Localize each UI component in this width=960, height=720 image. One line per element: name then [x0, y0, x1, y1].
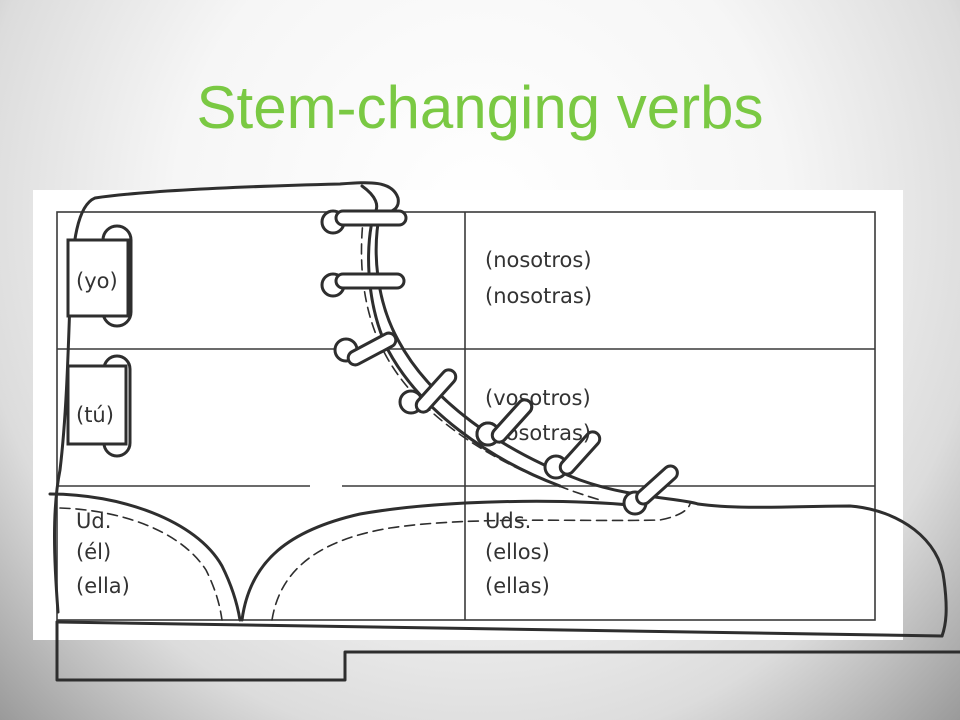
lace-4	[414, 368, 458, 414]
lace-6	[558, 430, 602, 476]
label-el: (él)	[76, 540, 111, 564]
boot-heel-counter	[48, 492, 242, 622]
lace-1	[334, 209, 408, 227]
tag-yo	[66, 238, 130, 318]
tag-tu	[66, 364, 128, 446]
lace-2	[334, 272, 406, 290]
lace-7	[635, 464, 679, 506]
label-vosotros: (vosotros)	[485, 386, 591, 410]
label-ella: (ella)	[76, 574, 130, 598]
boot-vamp	[240, 499, 642, 622]
label-tu: (tú)	[76, 403, 114, 427]
boot-heel-stitch	[59, 507, 223, 621]
boot-lace-stitch	[360, 211, 601, 501]
boot-collar	[360, 184, 562, 488]
label-uds: Uds.	[485, 509, 531, 533]
pronoun-grid	[56, 211, 876, 621]
label-ellos: (ellos)	[485, 540, 550, 564]
label-nosotros: (nosotros)	[485, 248, 592, 272]
label-nosotras: (nosotras)	[485, 284, 592, 308]
lace-5-front	[490, 398, 534, 444]
slide-title: Stem-changing verbs	[196, 74, 764, 141]
label-ud: Ud.	[76, 509, 111, 533]
boot-sole	[55, 620, 960, 682]
boot-sole-top	[55, 620, 944, 638]
lace-3	[346, 331, 398, 367]
grid-frame	[56, 211, 876, 621]
boot-pull-loops	[66, 224, 133, 458]
boot-toe	[696, 502, 948, 638]
boot-vamp-stitch	[271, 503, 691, 621]
boot-laces-front	[475, 398, 534, 447]
diagram-panel	[33, 190, 903, 640]
boot-heel-line	[53, 181, 400, 614]
label-yo: (yo)	[76, 269, 118, 293]
label-ellas: (ellas)	[485, 574, 550, 598]
